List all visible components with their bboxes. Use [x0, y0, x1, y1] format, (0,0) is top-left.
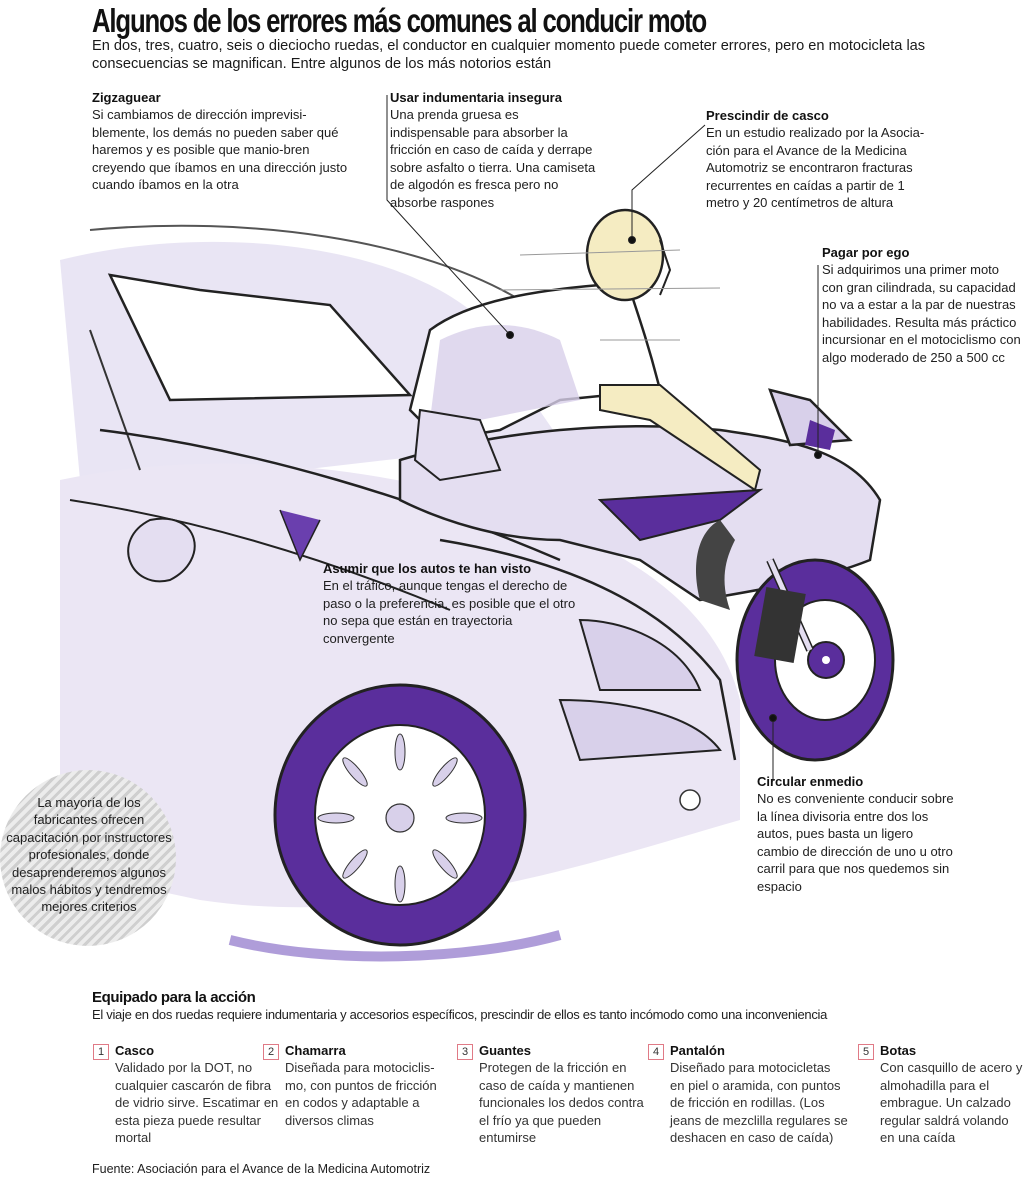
item-text: Diseñada para motociclis-mo, con puntos …	[285, 1060, 437, 1128]
item-text: Validado por la DOT, no cualquier cascar…	[115, 1060, 279, 1145]
car-motorcycle-illustration	[60, 95, 895, 962]
callout-text: En el tráfico, aunque tengas el derecho …	[323, 578, 576, 646]
callout-title: Prescindir de casco	[706, 108, 829, 123]
callout-text: Una prenda gruesa es indispensable para …	[390, 107, 596, 210]
speed-lines	[499, 249, 721, 341]
callout-text: No es conveniente conducir sobre la líne…	[757, 791, 954, 894]
equipment-subtitle: El viaje en dos ruedas requiere indument…	[92, 1007, 828, 1022]
equipment-item-casco: 1 Casco Validado por la DOT, no cualquie…	[93, 1043, 283, 1147]
callout-title: Usar indumentaria insegura	[390, 90, 562, 105]
callout-title: Pagar por ego	[822, 245, 910, 260]
equipment-item-guantes: 3 Guantes Protegen de la fricción en cas…	[457, 1043, 647, 1147]
item-title: Botas	[880, 1043, 917, 1058]
item-number-badge: 2	[263, 1044, 279, 1060]
page-title: Algunos de los errores más comunes al co…	[92, 2, 707, 39]
item-number-badge: 4	[648, 1044, 664, 1060]
callout-casco: Prescindir de casco En un estudio realiz…	[706, 107, 936, 212]
callout-title: Asumir que los autos te han visto	[323, 561, 532, 576]
car-wheel	[228, 683, 562, 962]
item-text: Protegen de la fricción en caso de caída…	[479, 1060, 644, 1145]
rider	[408, 208, 762, 492]
equipment-title: Equipado para la acción	[92, 989, 256, 1006]
callout-title: Circular enmedio	[757, 774, 864, 789]
callout-zigzaguear: Zigzaguear Si cambiamos de dirección imp…	[92, 89, 352, 194]
source-credit: Fuente: Asociación para el Avance de la …	[92, 1162, 431, 1176]
equipment-item-chamarra: 2 Chamarra Diseñada para motociclis-mo, …	[263, 1043, 453, 1129]
item-title: Guantes	[479, 1043, 532, 1058]
pointer-lines	[386, 95, 822, 780]
tip-text: La mayoría de los fabricantes ofrecen ca…	[6, 795, 172, 915]
item-text: Con casquillo de acero y almohadilla par…	[880, 1060, 1023, 1145]
item-title: Casco	[115, 1043, 155, 1058]
item-number-badge: 1	[93, 1044, 109, 1060]
callout-indumentaria: Usar indumentaria insegura Una prenda gr…	[390, 89, 600, 211]
callout-ego: Pagar por ego Si adquirimos una primer m…	[822, 244, 1022, 366]
equipment-item-pantalon: 4 Pantalón Diseñado para motocicletas en…	[648, 1043, 848, 1147]
callout-asumir: Asumir que los autos te han visto En el …	[323, 560, 583, 647]
item-title: Pantalón	[670, 1043, 725, 1058]
callout-title: Zigzaguear	[92, 90, 161, 105]
equipment-item-botas: 5 Botas Con casquillo de acero y almohad…	[858, 1043, 1023, 1147]
item-number-badge: 3	[457, 1044, 473, 1060]
item-number-badge: 5	[858, 1044, 874, 1060]
item-text: Diseñado para motocicletas en piel o ara…	[670, 1060, 848, 1145]
motorcycle	[398, 388, 895, 762]
page-subtitle: En dos, tres, cuatro, seis o dieciocho r…	[92, 38, 926, 72]
callout-text: Si adquirimos una primer moto con gran c…	[822, 262, 1021, 365]
callout-text: En un estudio realizado por la Asocia-ci…	[706, 125, 925, 210]
tip-circle-badge	[0, 770, 176, 946]
callout-circular: Circular enmedio No es conveniente condu…	[757, 773, 957, 895]
item-title: Chamarra	[285, 1043, 346, 1058]
callout-text: Si cambiamos de dirección imprevisi-blem…	[92, 107, 348, 192]
